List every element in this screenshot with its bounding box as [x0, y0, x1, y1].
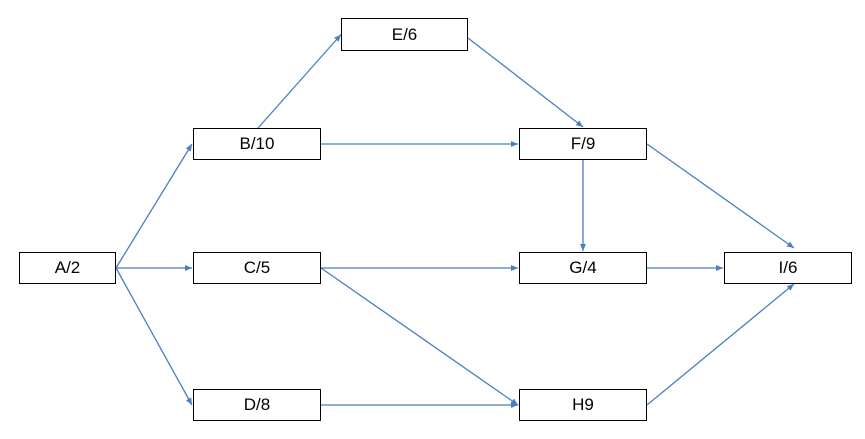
node-a: A/2 [19, 252, 116, 284]
node-e: E/6 [341, 18, 468, 51]
edge-h-i [646, 283, 795, 406]
node-g: G/4 [519, 252, 647, 284]
edges-layer [115, 34, 795, 408]
node-d: D/8 [193, 389, 321, 421]
node-f: F/9 [519, 128, 647, 160]
edge-c-h [320, 267, 519, 406]
node-i: I/6 [724, 252, 852, 284]
edge-f-i [646, 143, 795, 249]
node-c: C/5 [193, 252, 321, 284]
edge-b-e [257, 34, 342, 129]
edge-a-d [115, 267, 193, 406]
node-b: B/10 [193, 128, 321, 160]
node-h: H9 [519, 389, 647, 421]
edge-a-b [115, 143, 193, 269]
edge-e-f [467, 37, 584, 128]
